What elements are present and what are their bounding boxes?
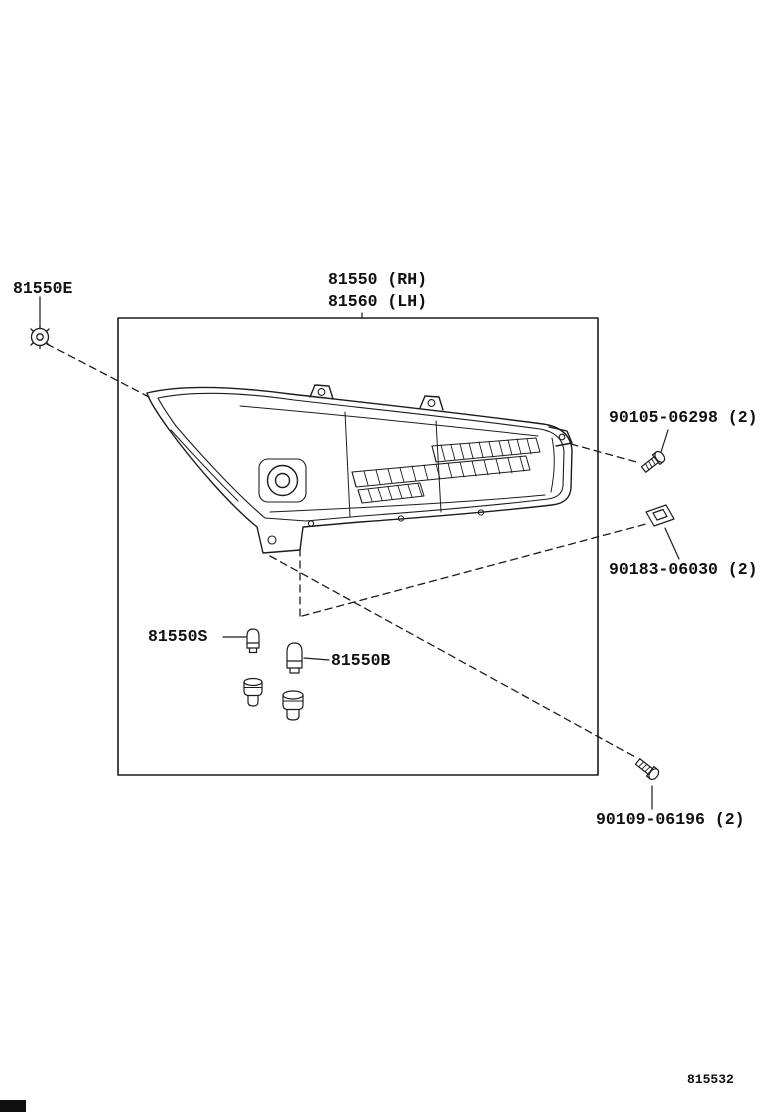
part-label-bulb: 81550B xyxy=(331,651,391,670)
hatch-strip-3 xyxy=(357,483,423,503)
leader-retainer-label xyxy=(664,527,680,560)
part-label-assembly-lh: 81560 (LH) xyxy=(328,292,428,311)
part-label-grommet: 81550E xyxy=(13,279,73,298)
lower-bolt-icon xyxy=(634,758,660,781)
part-label-socket: 81550S xyxy=(148,627,208,646)
upper-bolt-icon xyxy=(640,450,666,473)
wedge-bulb-icon xyxy=(246,628,260,654)
socket-icon-2 xyxy=(282,690,304,721)
projector-bezel xyxy=(258,458,307,503)
part-label-bolt-upper: 90105-06298 (2) xyxy=(609,408,758,427)
figure-number: 815532 xyxy=(687,1072,734,1087)
page-corner-mark xyxy=(0,1100,26,1112)
leader-dashed-upper-bolt xyxy=(570,443,641,464)
nut-icon xyxy=(30,324,50,350)
hatch-strip-1 xyxy=(431,438,532,462)
tail-lamp-drawing xyxy=(146,384,573,554)
bulb-icon xyxy=(286,642,303,674)
mounting-tab xyxy=(419,395,444,411)
leader-upper-bolt-label xyxy=(660,429,669,453)
retainer-clip-icon xyxy=(645,504,675,527)
part-label-retainer: 90183-06030 (2) xyxy=(609,560,758,579)
part-label-assembly-rh: 81550 (RH) xyxy=(328,270,428,289)
leader-bulb-label xyxy=(303,657,330,661)
leader-dashed-grommet xyxy=(46,343,152,399)
figure-frame xyxy=(117,317,599,776)
socket-icon-1 xyxy=(243,677,263,707)
mounting-tab xyxy=(309,384,334,400)
leader-dashed-lower-bolt xyxy=(269,555,638,759)
part-label-bolt-lower: 90109-06196 (2) xyxy=(596,810,745,829)
hatch-strip-2 xyxy=(351,456,525,487)
mounting-bracket xyxy=(548,426,573,447)
